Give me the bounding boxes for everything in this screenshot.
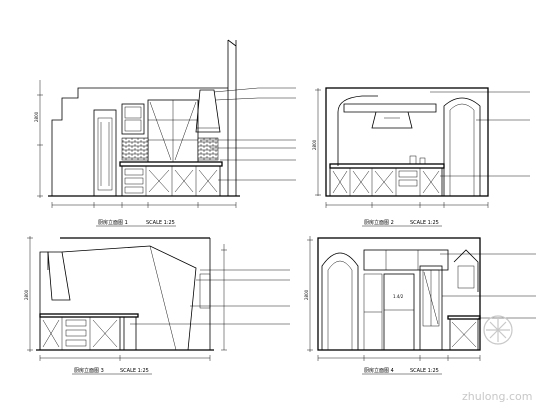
elevation-1-caption: 厨房立面图 1	[98, 219, 128, 226]
svg-text:1.4/2: 1.4/2	[393, 294, 404, 299]
elevation-2-caption: 厨房立面图 2	[364, 219, 394, 226]
svg-text:2800: 2800	[312, 139, 317, 150]
elevation-3-scale: SCALE 1:25	[120, 368, 149, 374]
svg-text:2800: 2800	[24, 289, 29, 300]
elevation-4-scale: SCALE 1:25	[410, 368, 439, 374]
elevation-2-scale: SCALE 1:25	[410, 220, 439, 226]
svg-text:2800: 2800	[304, 289, 309, 300]
elevation-2: 2800	[312, 87, 530, 227]
elevation-3-caption: 厨房立面图 3	[74, 367, 104, 374]
elevation-4: 2800 1.4/2	[304, 236, 536, 375]
watermark-logo-icon	[483, 315, 513, 345]
elevation-4-caption: 厨房立面图 4	[364, 367, 394, 374]
watermark-text: zhulong.com	[462, 390, 532, 403]
elevation-1-scale: SCALE 1:25	[146, 220, 175, 226]
elevation-1: 2800	[34, 39, 296, 227]
watermark: zhulong.com	[462, 315, 532, 403]
svg-text:2800: 2800	[34, 111, 39, 122]
elevation-3: 2800	[24, 236, 290, 375]
